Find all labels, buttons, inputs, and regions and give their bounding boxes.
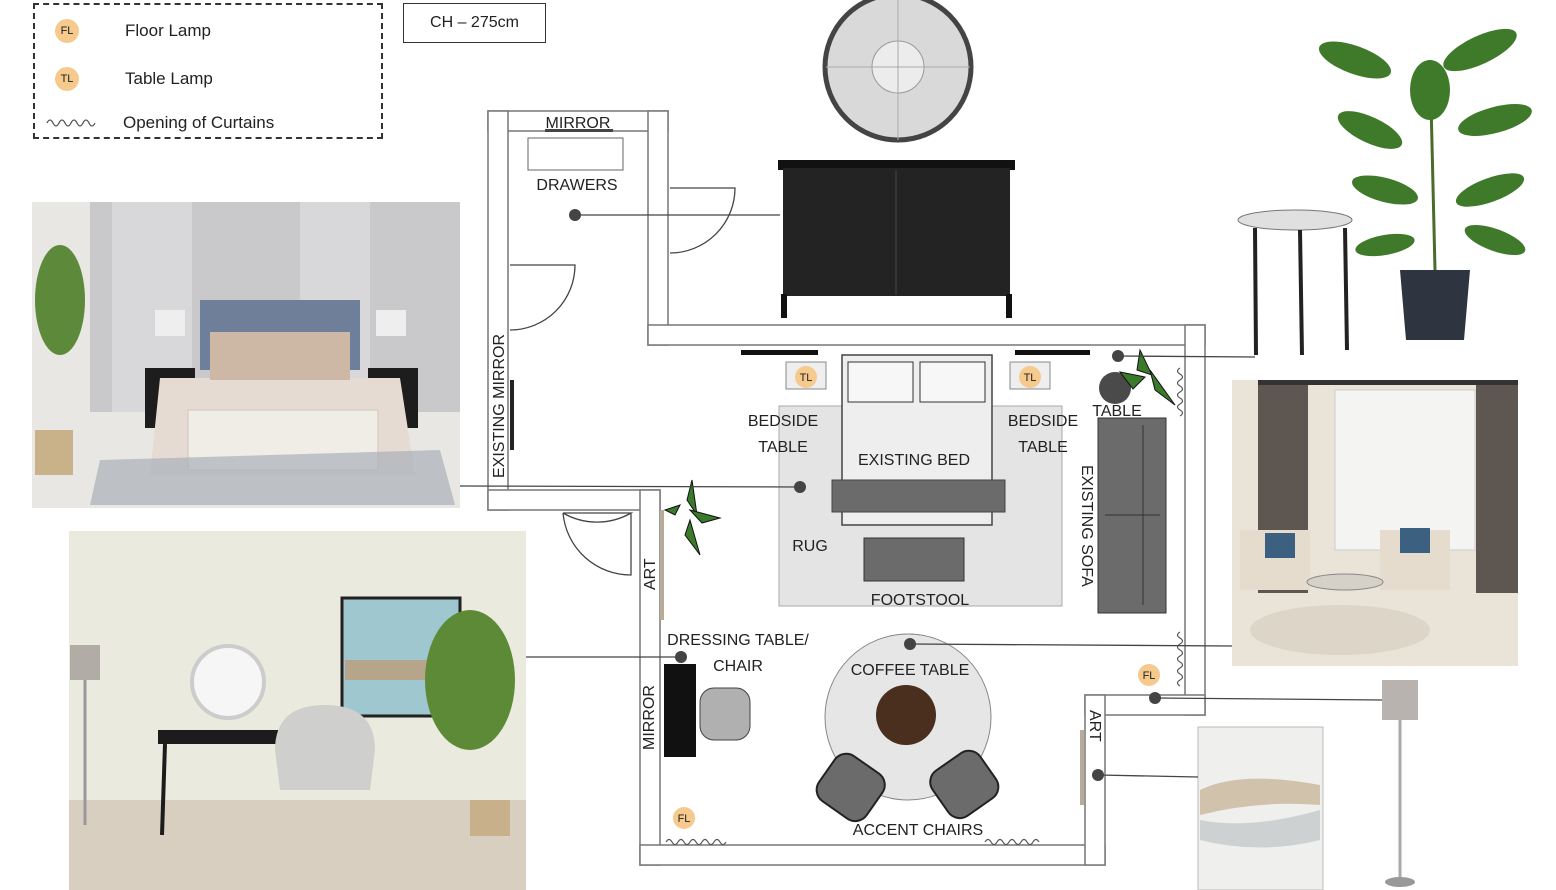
legend-item-floor-lamp: FL Floor Lamp [55,19,211,43]
label-art-right: ART [1086,710,1103,742]
label-existing-sofa: EXISTING SOFA [1078,465,1095,587]
art-print-image [1197,726,1324,890]
legend-item-table-lamp: TL Table Lamp [55,67,213,91]
chest-of-drawers-image [778,160,1015,318]
plant-icon [663,479,722,556]
svg-text:TL: TL [1024,372,1037,384]
label-accent-chairs: ACCENT CHAIRS [853,822,983,839]
svg-text:FL: FL [678,813,691,825]
pillow-shape [919,361,986,403]
table-lamp-badge-icon: TL [795,366,817,388]
legend-label: Table Lamp [125,69,213,88]
label-mirror-left: MIRROR [641,685,658,750]
plan-labels: MIRROR DRAWERS EXISTING MIRROR BEDSIDE T… [491,115,1142,839]
bedroom-photo [32,202,460,508]
table-lamp-badge-icon: TL [1019,366,1041,388]
bed-runner-shape [831,479,1006,513]
potted-plant-image [1318,28,1532,340]
floor-lamp-badge-icon: FL [55,19,79,43]
label-table: TABLE [1092,403,1142,420]
round-mirror-image [822,0,974,143]
floor-lamp-image [1382,680,1418,887]
table-lamp-badge-icon: TL [55,67,79,91]
label-existing-mirror: EXISTING MIRROR [491,334,508,478]
wavy-line-icon [46,119,96,127]
coffee-table-top-shape [876,685,936,745]
drawers-shape [527,137,624,171]
dressing-table-shape [664,664,696,757]
legend: FL Floor Lamp TL Table Lamp Opening of C… [33,3,383,139]
label-bedside-left: TABLE [758,439,808,456]
label-mirror: MIRROR [546,115,611,132]
footstool-shape [863,537,965,582]
svg-text:TL: TL [800,372,813,384]
label-rug: RUG [792,538,828,555]
svg-text:FL: FL [1143,670,1156,682]
leader-dots [569,209,1161,781]
ceiling-height-box: CH – 275cm [403,3,546,43]
wall-light-left [741,350,818,355]
accent-chair-shape [929,749,1000,820]
pillow-shape [847,361,914,403]
label-existing-bed: EXISTING BED [858,452,970,469]
legend-item-curtains: Opening of Curtains [45,113,274,133]
mirror-mark [545,129,613,132]
leader-lines [459,214,1383,778]
curtain-symbol [665,367,1184,846]
art-mark-right [1080,730,1084,805]
floor-lamp-badge-icon: FL [1138,664,1160,686]
label-footstool: FOOTSTOOL [871,592,969,609]
label-dressing-table: DRESSING TABLE/ [667,632,809,649]
art-mark-left [660,510,664,620]
label-dressing-table: CHAIR [713,658,763,675]
legend-label: Opening of Curtains [123,113,275,132]
floor-lamp-badge-icon: FL [673,807,695,829]
doors [509,187,736,576]
accent-chair-shape [815,752,886,823]
side-table-shape [1099,372,1131,404]
dressing-chair-shape [699,687,751,741]
side-table-image [1237,209,1353,356]
label-bedside-right: TABLE [1018,439,1068,456]
label-bedside-right: BEDSIDE [1008,413,1078,430]
wall-light-right [1015,350,1090,355]
legend-label: Floor Lamp [125,21,211,40]
existing-mirror-mark [510,380,514,450]
label-drawers: DRAWERS [536,177,617,194]
label-bedside-left: BEDSIDE [748,413,818,430]
seating-area-photo [1232,380,1518,666]
label-coffee-table: COFFEE TABLE [851,662,970,679]
dressing-area-photo [69,531,526,890]
walls [487,110,1206,866]
label-art-left: ART [642,558,659,590]
